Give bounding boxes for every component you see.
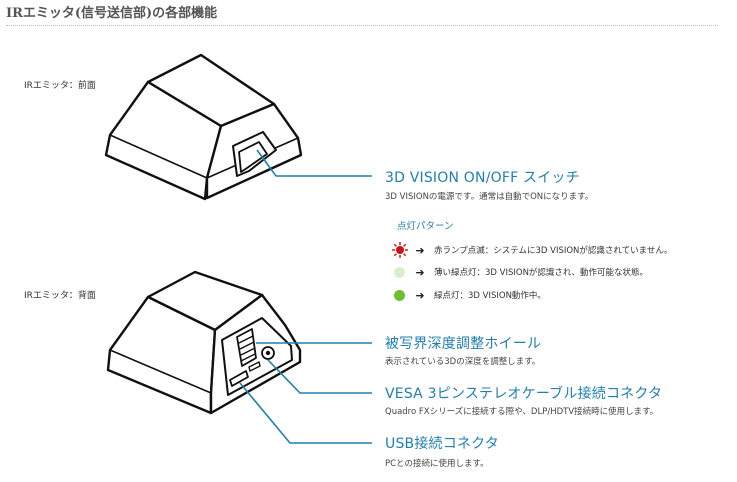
light-green-led-icon: [394, 266, 405, 278]
red-blinking-led-icon: [392, 242, 408, 258]
arrow-right-icon: ➜: [415, 265, 425, 279]
vesa-connector-description: Quadro FXシリーズに接続する際や、DLP/HDTV接続時に使用します。: [385, 407, 659, 417]
ir-emitter-back-illustration: [106, 270, 302, 415]
led-pattern-title: 点灯パターン: [397, 221, 454, 232]
led-pattern-text-green: 緑点灯：3D VISION動作中。: [434, 291, 546, 301]
led-pattern-row-green: ➜ 緑点灯：3D VISION動作中。: [392, 287, 546, 303]
usb-connector-heading: USB接続コネクタ: [385, 436, 499, 452]
green-led-icon: [394, 289, 405, 301]
wheel-heading: 被写界深度調整ホイール: [385, 336, 542, 352]
title-divider: [6, 25, 718, 26]
ir-emitter-front-illustration: [104, 53, 303, 201]
arrow-right-icon: ➜: [415, 243, 425, 257]
switch-heading: 3D VISION ON/OFF スイッチ: [385, 170, 580, 186]
switch-description: 3D VISIONの電源です。通常は自動でONになります。: [385, 192, 594, 202]
wheel-description: 表示されている3Dの深度を調整します。: [385, 357, 541, 367]
led-pattern-row-red: ➜ 赤ランプ点滅：システムに3D VISIONが認識されていません。: [392, 242, 672, 258]
callout-line-vesa: [267, 359, 372, 394]
arrow-right-icon: ➜: [415, 288, 425, 302]
callout-line-usb: [239, 382, 372, 444]
callout-line-switch: [256, 149, 372, 177]
led-pattern-text-light-green: 薄い緑点灯：3D VISIONが認識され、動作可能な状態。: [434, 268, 649, 278]
led-pattern-text-red: 赤ランプ点滅：システムに3D VISIONが認識されていません。: [434, 246, 673, 256]
usb-connector-description: PCとの接続に使用します。: [385, 459, 489, 469]
callout-lines: [239, 149, 372, 444]
led-pattern-row-light-green: ➜ 薄い緑点灯：3D VISIONが認識され、動作可能な状態。: [392, 264, 648, 280]
page-title: IRエミッタ(信号送信部)の各部機能: [6, 6, 218, 21]
vesa-connector-heading: VESA 3ピンステレオケーブル接続コネクタ: [385, 386, 663, 402]
back-view-label: IRエミッタ：背面: [24, 291, 96, 301]
front-view-label: IRエミッタ：前面: [24, 81, 96, 91]
